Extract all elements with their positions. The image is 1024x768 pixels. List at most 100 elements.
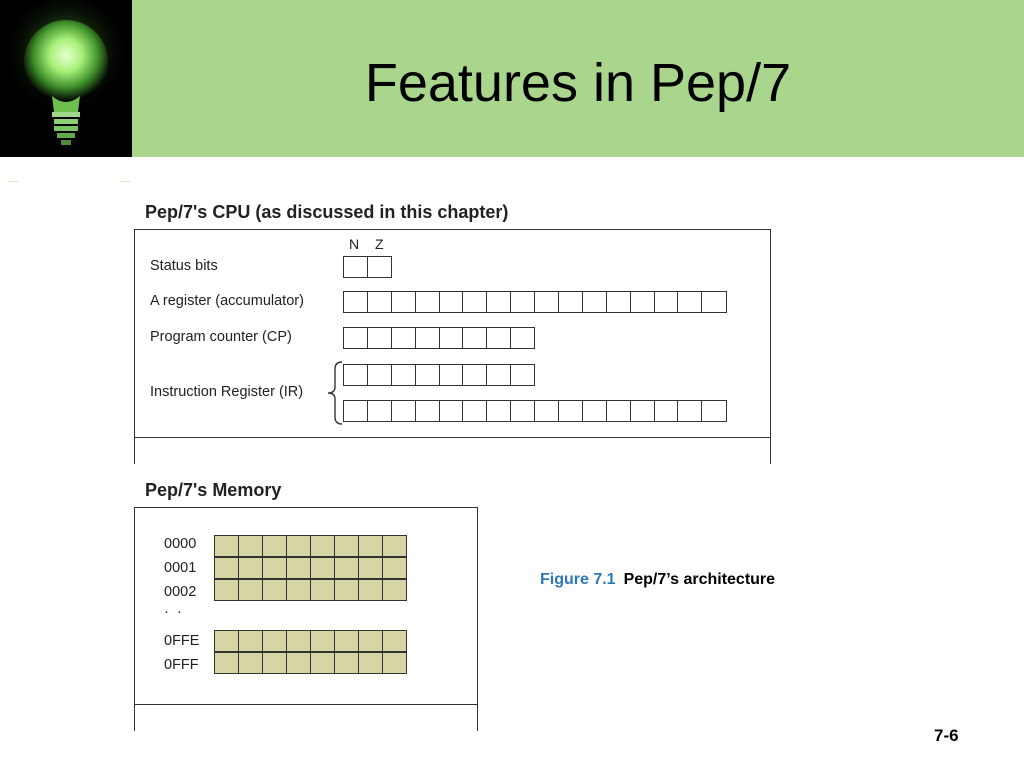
register-bit-cell [629,400,655,422]
memory-byte-cell [238,557,264,579]
register-bit-cell [605,400,631,422]
memory-byte-cell [262,630,288,652]
register-bit-cell [414,327,440,349]
register-bit-cell [390,400,416,422]
memory-byte-cell [286,557,312,579]
status-flag-n-label: N [349,236,360,252]
memory-byte-cell [334,557,360,579]
memory-byte-cell [238,652,264,674]
register-bit-cell [366,327,393,349]
register-bit-cell [414,291,440,313]
register-bit-cell [438,327,464,349]
memory-byte-cell [262,535,288,557]
memory-byte-cell [334,579,360,601]
memory-byte-cell [238,579,264,601]
register-bit-cell [486,400,512,422]
memory-byte-cell [382,652,408,674]
register-bit-cell [701,291,727,313]
register-bit-cell [677,291,703,313]
figure-caption-text: Pep/7’s architecture [623,571,776,588]
register-bit-cell [558,291,584,313]
status-flag-z-label: Z [375,236,384,252]
register-bit-cell [653,400,679,422]
register-bit-cell [486,364,512,386]
register-bit-cell [390,327,416,349]
memory-row [214,579,408,601]
memory-byte-cell [286,630,312,652]
memory-diagram-box [134,507,478,731]
register-bit-cell [390,364,416,386]
memory-byte-cell [214,535,240,557]
register-bit-cell [462,364,488,386]
register-bit-cell [653,291,679,313]
memory-byte-cell [382,579,408,601]
register-bit-cell [558,400,584,422]
register-bit-cell [343,256,369,278]
cpu-divider-line [134,437,771,438]
register-bit-cell [486,291,512,313]
register-bit-cell [581,291,608,313]
register-bit-cell [605,291,631,313]
memory-byte-cell [238,535,264,557]
memory-byte-cell [310,630,336,652]
memory-byte-cell [358,535,384,557]
memory-byte-cell [286,579,312,601]
memory-byte-cell [286,652,312,674]
memory-byte-cell [358,579,384,601]
register-bit-cell [534,291,560,313]
register-bit-cell [486,327,512,349]
accumulator-label: A register (accumulator) [150,293,304,309]
register-bit-cell [366,291,393,313]
memory-byte-cell [334,630,360,652]
decorative-tick [8,181,18,182]
memory-byte-cell [310,557,336,579]
figure-label: Figure 7.1 [540,571,616,588]
register-bit-cell [510,400,536,422]
memory-byte-cell [358,652,384,674]
memory-byte-cell [262,579,288,601]
register-bit-cell [366,256,393,278]
accumulator-register [343,291,727,313]
memory-byte-cell [310,535,336,557]
register-bit-cell [581,400,608,422]
register-bit-cell [414,400,440,422]
program-counter-register [343,327,536,349]
lightbulb-icon [0,0,132,157]
register-bit-cell [366,364,393,386]
register-bit-cell [510,364,536,386]
status-bits-register [343,256,393,278]
figure-caption: Figure 7.1 Pep/7’s architecture [540,571,775,589]
register-bit-cell [510,291,536,313]
register-bit-cell [438,400,464,422]
register-bit-cell [343,400,369,422]
register-bit-cell [462,400,488,422]
cpu-diagram-box [134,229,771,464]
memory-address: 0002 [164,584,197,600]
register-bit-cell [343,327,369,349]
register-bit-cell [390,291,416,313]
memory-byte-cell [310,652,336,674]
lightbulb-image [0,0,132,157]
memory-byte-cell [382,535,408,557]
register-bit-cell [629,291,655,313]
instruction-register-row-1 [343,364,536,386]
memory-ellipsis: · · [164,604,184,620]
memory-byte-cell [262,557,288,579]
memory-byte-cell [358,630,384,652]
memory-byte-cell [238,630,264,652]
memory-row [214,557,408,579]
curly-brace-icon [327,361,343,425]
register-bit-cell [438,291,464,313]
register-bit-cell [438,364,464,386]
decorative-tick [120,181,130,182]
register-bit-cell [462,327,488,349]
register-bit-cell [677,400,703,422]
program-counter-label: Program counter (CP) [150,329,292,345]
register-bit-cell [343,291,369,313]
memory-address: 0001 [164,560,197,576]
memory-address: 0000 [164,536,197,552]
memory-byte-cell [286,535,312,557]
memory-byte-cell [310,579,336,601]
register-bit-cell [366,400,393,422]
register-bit-cell [414,364,440,386]
